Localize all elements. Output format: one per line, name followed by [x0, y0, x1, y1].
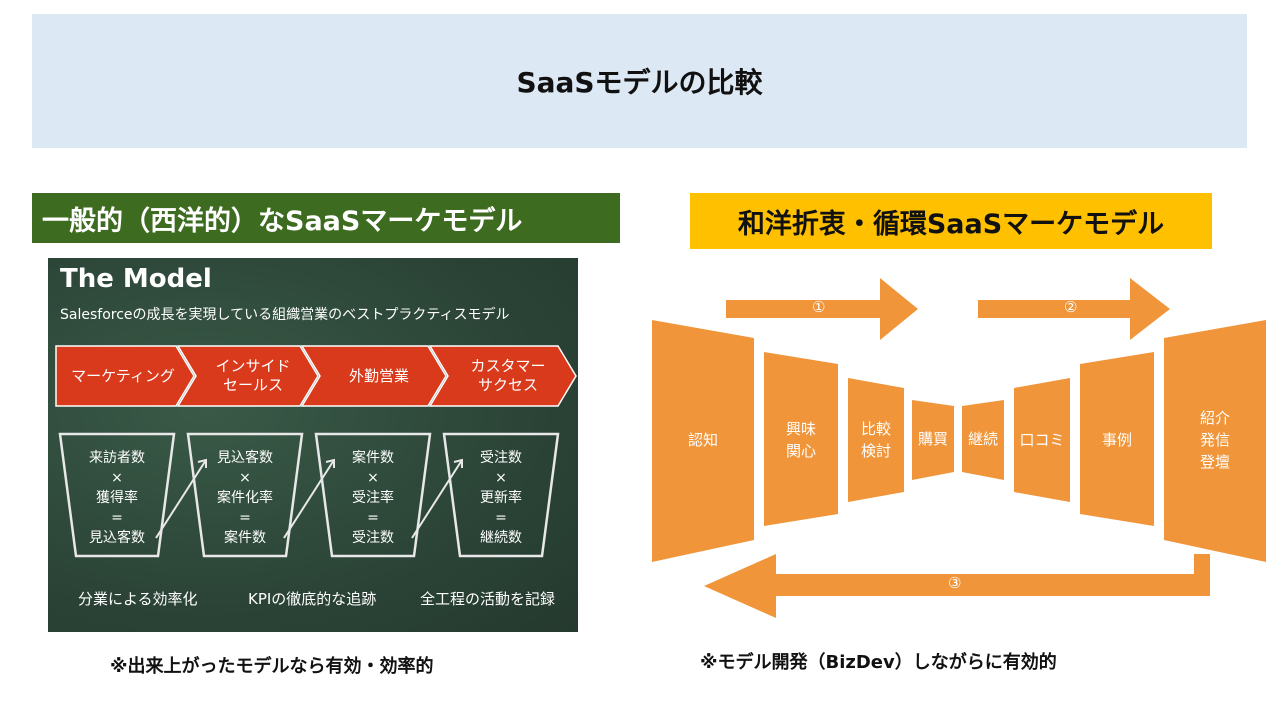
cup-text-4: 受注数 × 更新率 = 継続数	[456, 448, 546, 548]
link-arrow-1	[155, 459, 207, 539]
cup-2-c: 案件数	[224, 530, 266, 546]
cup-4-c: 継続数	[480, 530, 522, 546]
cup-1-op2: =	[111, 510, 123, 526]
segment-5-text: 継続	[967, 430, 998, 448]
segment-label-continue: 継続	[962, 404, 1004, 474]
cup-1-c: 見込客数	[89, 530, 145, 546]
segment-label-referral: 紹介 発信 登壇	[1164, 340, 1266, 540]
stage-4-line2: サクセス	[477, 376, 538, 394]
segment-continue	[962, 400, 1004, 480]
segment-8-text-1: 紹介	[1199, 409, 1230, 427]
cup-4-b: 更新率	[480, 490, 522, 506]
arrow-3-label: ③	[948, 574, 962, 592]
right-note: ※モデル開発（BizDev）しながらに有効的	[700, 652, 1057, 673]
segment-label-compare: 比較 検討	[848, 390, 904, 490]
segment-8-text-3: 登壇	[1199, 453, 1230, 471]
stage-1-line1: マーケティング	[71, 366, 175, 385]
board-subtitle: Salesforceの成長を実現している組織営業のベストプラクティスモデル	[60, 307, 510, 323]
segment-purchase	[912, 400, 954, 480]
chevron-stage-4	[428, 345, 577, 407]
cup-1-op1: ×	[111, 470, 123, 486]
cup-4-op1: ×	[495, 470, 507, 486]
chevron-stage-3	[300, 345, 447, 407]
cup-2-a: 見込客数	[217, 450, 273, 466]
segment-3-text-1: 比較	[860, 420, 891, 438]
segment-3-text-2: 検討	[860, 442, 891, 460]
segment-casestudy	[1080, 352, 1154, 526]
segment-2-text-2: 関心	[785, 442, 816, 460]
cup-1-a: 来訪者数	[89, 450, 145, 466]
stage-2-line1: インサイド	[215, 357, 291, 375]
arrow-2-label: ②	[1064, 298, 1078, 316]
link-arrow-3	[411, 459, 463, 539]
cup-3-b: 受注率	[352, 490, 394, 506]
segment-4-text: 購買	[917, 430, 948, 448]
cup-3-c: 受注数	[352, 530, 394, 546]
board-title: The Model	[60, 264, 212, 294]
cup-1	[58, 432, 176, 558]
cup-4	[442, 432, 560, 558]
cup-1-b: 獲得率	[96, 490, 138, 506]
segment-7-text: 事例	[1101, 431, 1132, 449]
cup-text-2: 見込客数 × 案件化率 = 案件数	[200, 448, 290, 548]
stage-label-2: インサイド セールス	[198, 348, 308, 404]
segment-8-text-2: 発信	[1199, 431, 1230, 449]
stage-4-line1: カスタマー	[470, 357, 546, 375]
cup-2-b: 案件化率	[217, 490, 273, 506]
cup-2-op2: =	[239, 510, 251, 526]
segment-wom	[1014, 378, 1070, 502]
cup-text-3: 案件数 × 受注率 = 受注数	[328, 448, 418, 548]
cup-3-op1: ×	[367, 470, 379, 486]
footer-item-3: 全工程の活動を記録	[420, 590, 556, 608]
chevron-stage-1	[55, 345, 195, 407]
cup-2-op1: ×	[239, 470, 251, 486]
link-arrowhead-3	[453, 458, 463, 468]
segment-interest	[764, 352, 838, 526]
segment-label-interest: 興味 関心	[764, 370, 838, 510]
segment-compare	[848, 378, 904, 502]
segment-2-text-1: 興味	[785, 420, 816, 438]
link-arrow-2	[283, 459, 335, 539]
cup-3	[314, 432, 432, 558]
arrow-1-label: ①	[812, 298, 826, 316]
segment-awareness	[652, 320, 754, 562]
segment-label-awareness: 認知	[652, 340, 754, 540]
footer-item-2: KPIの徹底的な追跡	[248, 590, 377, 608]
left-note: ※出来上がったモデルなら有効・効率的	[110, 656, 434, 677]
link-arrowhead-2	[325, 458, 335, 468]
segment-1-text: 認知	[687, 431, 718, 449]
segment-label-casestudy: 事例	[1080, 370, 1154, 510]
the-model-board: The Model Salesforceの成長を実現している組織営業のベストプラ…	[48, 258, 578, 632]
cup-3-op2: =	[367, 510, 379, 526]
title-band: SaaSモデルの比較	[32, 14, 1247, 148]
page-title: SaaSモデルの比較	[516, 66, 763, 99]
arrow-3-shape	[704, 554, 1210, 618]
segment-label-wom: 口コミ	[1014, 390, 1070, 490]
left-heading: 一般的（西洋的）なSaaSマーケモデル	[32, 193, 620, 243]
stage-label-4: カスタマー サクセス	[450, 348, 566, 404]
segment-referral	[1164, 320, 1266, 562]
circular-funnel-diagram	[652, 278, 1266, 618]
chevron-stage-2	[176, 345, 319, 407]
arrow-1-shape	[726, 278, 918, 340]
stage-label-1: マーケティング	[58, 348, 188, 404]
board-graphics	[55, 345, 577, 558]
cup-2	[186, 432, 304, 558]
segment-6-text: 口コミ	[1019, 431, 1065, 449]
segment-label-purchase: 購買	[912, 404, 954, 474]
footer-item-1: 分業による効率化	[78, 590, 198, 608]
stage-3-line1: 外勤営業	[348, 366, 409, 385]
stage-label-3: 外勤営業	[322, 348, 436, 404]
link-arrowhead-1	[197, 458, 207, 468]
right-heading: 和洋折衷・循環SaaSマーケモデル	[690, 193, 1212, 249]
stage-2-line2: セールス	[222, 376, 283, 394]
cup-4-op2: =	[495, 510, 507, 526]
cup-3-a: 案件数	[352, 450, 394, 466]
cup-4-a: 受注数	[480, 450, 522, 466]
cup-text-1: 来訪者数 × 獲得率 = 見込客数	[72, 448, 162, 548]
arrow-2-shape	[978, 278, 1170, 340]
